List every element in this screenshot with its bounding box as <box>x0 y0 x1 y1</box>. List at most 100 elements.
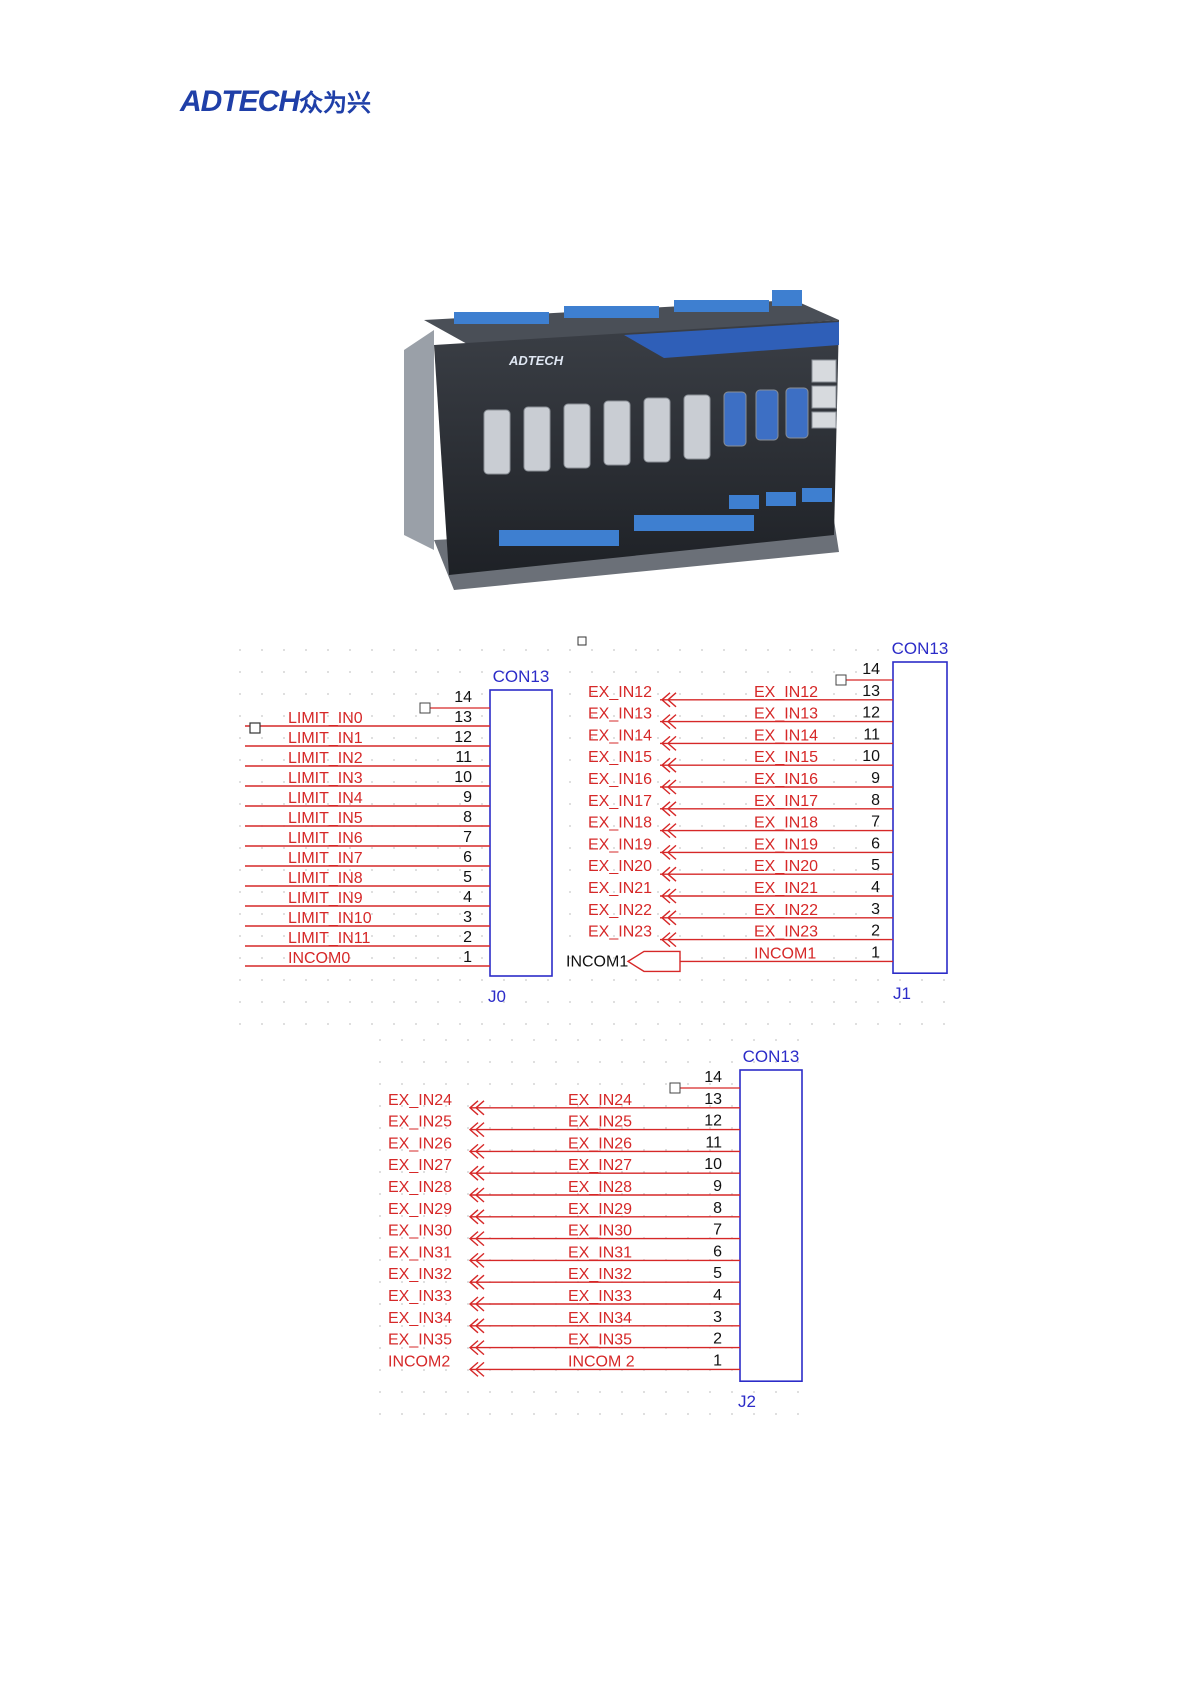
device-front-face <box>434 320 839 575</box>
port-chevron <box>666 735 677 751</box>
pin-number: 11 <box>863 726 880 743</box>
mounting-bracket-left <box>404 330 434 550</box>
net-label: LIMIT_IN9 <box>288 890 363 907</box>
net-label: EX_IN24 <box>568 1092 632 1109</box>
pin-number: 8 <box>871 792 880 809</box>
db-connector-row <box>483 387 809 475</box>
pin-number: 1 <box>713 1352 722 1369</box>
port-label: EX_IN25 <box>388 1114 452 1131</box>
port-label: EX_IN20 <box>588 858 652 875</box>
port-label: EX_IN26 <box>388 1135 452 1152</box>
connector-j1-block: CON13J11413121110987654321EX_IN12EX_IN13… <box>566 636 949 1003</box>
top-terminal-blocks <box>454 290 802 324</box>
port-chevron <box>660 866 671 882</box>
port-chevron <box>666 823 677 839</box>
pin-number: 8 <box>713 1200 722 1217</box>
port-label: EX_IN22 <box>588 902 652 919</box>
pin-number: 13 <box>704 1091 722 1108</box>
port-label: INCOM2 <box>388 1353 450 1370</box>
port-chevron <box>660 910 671 926</box>
port-chevron <box>474 1231 485 1247</box>
adtech-logo: ADTECH众为兴 <box>180 84 386 120</box>
port-chevron <box>660 714 671 730</box>
port-chevron <box>666 714 677 730</box>
port-label: EX_IN13 <box>588 706 652 723</box>
pin-number: 12 <box>454 729 472 746</box>
net-label: EX_IN31 <box>568 1244 632 1261</box>
net-label: EX_IN27 <box>568 1157 632 1174</box>
pin-number: 11 <box>705 1134 722 1151</box>
pin-number: 4 <box>463 889 472 906</box>
connector-j2-block: CON13J21413121110987654321EX_IN24EX_IN25… <box>388 1047 803 1411</box>
port-label: EX_IN28 <box>388 1179 452 1196</box>
pin-number: 6 <box>463 849 472 866</box>
port-chevron <box>660 801 671 817</box>
no-connect-marker <box>419 702 431 714</box>
pin-number: 2 <box>713 1331 722 1348</box>
pin-number: 13 <box>862 683 880 700</box>
connector-designator: J1 <box>893 984 911 1003</box>
no-connect-marker <box>669 1082 681 1094</box>
port-chevron <box>660 844 671 860</box>
net-label: LIMIT_IN1 <box>288 730 363 747</box>
net-label: EX_IN14 <box>754 727 818 744</box>
pin-number: 2 <box>463 929 472 946</box>
net-label: EX_IN13 <box>754 706 818 723</box>
pin-number: 12 <box>704 1113 722 1130</box>
port-chevron <box>474 1187 485 1203</box>
bottom-terminal-blocks <box>499 488 832 546</box>
connector-body <box>739 1069 803 1383</box>
device-brand-label: ADTECH <box>508 353 564 368</box>
port-chevron <box>474 1209 485 1225</box>
connector-j0-block: CON13J01413121110987654321LIMIT_IN0LIMIT… <box>245 667 553 1006</box>
pin-number: 10 <box>704 1156 722 1173</box>
port-chevron <box>468 1143 479 1159</box>
port-chevron <box>468 1165 479 1181</box>
device-blue-stripe <box>624 322 839 358</box>
com-port-shape <box>626 950 681 973</box>
net-label: EX_IN34 <box>568 1310 632 1327</box>
port-chevron <box>474 1252 485 1268</box>
port-chevron <box>660 888 671 904</box>
net-label: EX_IN35 <box>568 1332 632 1349</box>
pin-number: 14 <box>862 661 880 678</box>
pin-number: 1 <box>463 949 472 966</box>
logo-brand-text: ADTECH众为兴 <box>180 85 371 118</box>
connector-body <box>489 689 553 977</box>
net-label: EX_IN33 <box>568 1288 632 1305</box>
net-label: LIMIT_IN3 <box>288 770 363 787</box>
no-connect-marker <box>577 636 587 646</box>
connector-part-label: CON13 <box>892 639 949 658</box>
port-chevron <box>474 1122 485 1138</box>
port-label: EX_IN27 <box>388 1157 452 1174</box>
pin-number: 1 <box>871 944 880 961</box>
net-label: EX_IN18 <box>754 815 818 832</box>
net-label: EX_IN19 <box>754 836 818 853</box>
port-label: EX_IN32 <box>388 1266 452 1283</box>
pin-number: 3 <box>871 901 880 918</box>
port-label: EX_IN29 <box>388 1201 452 1218</box>
port-chevron <box>660 823 671 839</box>
port-chevron <box>468 1274 479 1290</box>
port-chevron <box>666 757 677 773</box>
port-chevron <box>468 1340 479 1356</box>
net-label: LIMIT_IN5 <box>288 810 363 827</box>
port-chevron <box>660 757 671 773</box>
port-chevron <box>666 910 677 926</box>
pin-number: 5 <box>463 869 472 886</box>
port-chevron <box>468 1252 479 1268</box>
net-label: LIMIT_IN8 <box>288 870 363 887</box>
connector-designator: J2 <box>738 1392 756 1411</box>
port-label: EX_IN23 <box>588 924 652 941</box>
pin-number: 7 <box>871 814 880 831</box>
port-label: EX_IN14 <box>588 727 652 744</box>
port-chevron <box>474 1361 485 1377</box>
pin-number: 10 <box>454 769 472 786</box>
port-chevron <box>660 692 671 708</box>
net-label: EX_IN12 <box>754 684 818 701</box>
port-label: EX_IN24 <box>388 1092 452 1109</box>
pin-number: 5 <box>713 1265 722 1282</box>
pin-number: 2 <box>871 923 880 940</box>
port-label: EX_IN34 <box>388 1310 452 1327</box>
